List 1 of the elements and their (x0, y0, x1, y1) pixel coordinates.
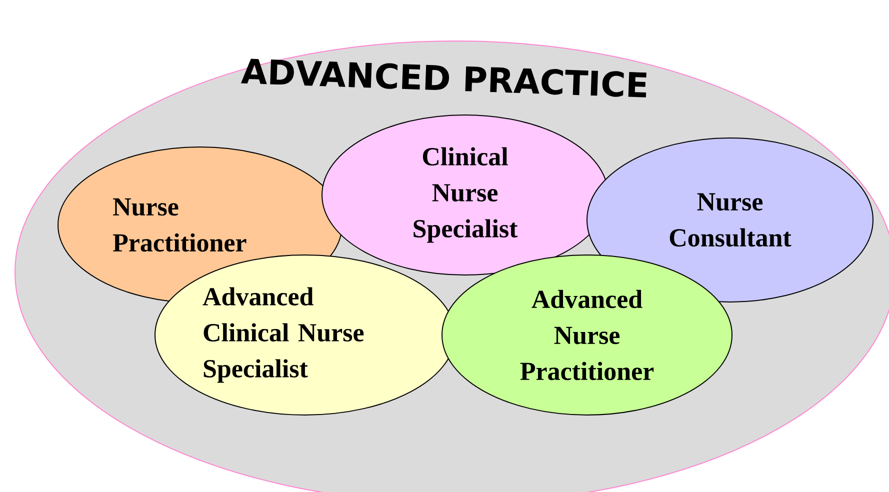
title-text: ADVANCED PRACTICE (240, 58, 646, 98)
